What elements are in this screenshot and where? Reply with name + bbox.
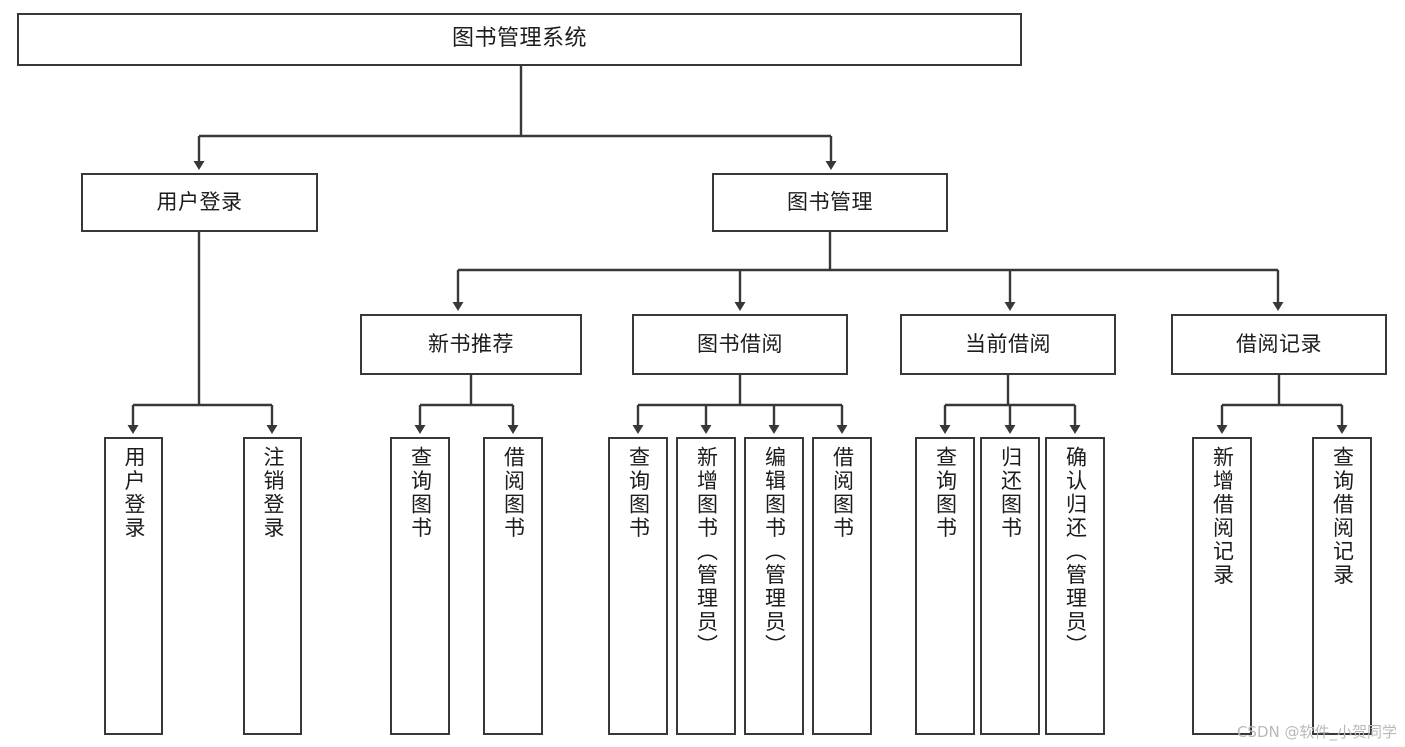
node-book-borrow-label: 图书借阅 — [697, 331, 783, 356]
node-leaf-query-book-recommend[interactable]: 查询图书 — [390, 437, 450, 735]
node-leaf-return-book-label: 归还图书 — [998, 446, 1023, 540]
node-root[interactable]: 图书管理系统 — [17, 13, 1022, 66]
node-leaf-query-borrow-record-label: 查询借阅记录 — [1330, 446, 1355, 587]
node-user-login-label: 用户登录 — [156, 189, 243, 214]
node-borrow-record[interactable]: 借阅记录 — [1171, 314, 1387, 375]
node-root-label: 图书管理系统 — [451, 26, 587, 52]
node-leaf-user-login[interactable]: 用户登录 — [104, 437, 163, 735]
node-leaf-query-book-current-label: 查询图书 — [933, 446, 958, 540]
node-leaf-logout-label: 注销登录 — [261, 446, 285, 540]
node-leaf-user-login-label: 用户登录 — [122, 446, 146, 540]
node-leaf-query-book-recommend-label: 查询图书 — [408, 446, 433, 540]
node-leaf-borrow-book-label: 借阅图书 — [830, 446, 855, 540]
node-borrow-record-label: 借阅记录 — [1236, 331, 1322, 356]
node-book-management[interactable]: 图书管理 — [712, 173, 948, 232]
node-new-book-recommend-label: 新书推荐 — [428, 331, 514, 356]
node-leaf-add-borrow-record-label: 新增借阅记录 — [1210, 446, 1235, 587]
node-current-borrow[interactable]: 当前借阅 — [900, 314, 1116, 375]
node-leaf-borrow-book[interactable]: 借阅图书 — [812, 437, 872, 735]
node-leaf-query-book-current[interactable]: 查询图书 — [915, 437, 975, 735]
node-leaf-confirm-return-admin-label: 确认归还（管理员） — [1063, 446, 1088, 658]
node-new-book-recommend[interactable]: 新书推荐 — [360, 314, 582, 375]
node-user-login[interactable]: 用户登录 — [81, 173, 318, 232]
node-leaf-borrow-book-recommend-label: 借阅图书 — [501, 446, 526, 540]
node-leaf-query-book-borrow-label: 查询图书 — [626, 446, 651, 540]
node-leaf-add-book-admin[interactable]: 新增图书（管理员） — [676, 437, 736, 735]
node-leaf-logout[interactable]: 注销登录 — [243, 437, 302, 735]
node-leaf-return-book[interactable]: 归还图书 — [980, 437, 1040, 735]
csdn-watermark: CSDN @软件_小贺同学 — [1236, 723, 1397, 741]
node-leaf-edit-book-admin[interactable]: 编辑图书（管理员） — [744, 437, 804, 735]
node-leaf-query-book-borrow[interactable]: 查询图书 — [608, 437, 668, 735]
node-leaf-edit-book-admin-label: 编辑图书（管理员） — [762, 446, 787, 658]
node-leaf-query-borrow-record[interactable]: 查询借阅记录 — [1312, 437, 1372, 735]
node-book-management-label: 图书管理 — [787, 189, 873, 214]
node-leaf-borrow-book-recommend[interactable]: 借阅图书 — [483, 437, 543, 735]
node-current-borrow-label: 当前借阅 — [965, 331, 1051, 356]
node-leaf-add-borrow-record[interactable]: 新增借阅记录 — [1192, 437, 1252, 735]
node-leaf-confirm-return-admin[interactable]: 确认归还（管理员） — [1045, 437, 1105, 735]
node-book-borrow[interactable]: 图书借阅 — [632, 314, 848, 375]
node-leaf-add-book-admin-label: 新增图书（管理员） — [694, 446, 719, 658]
